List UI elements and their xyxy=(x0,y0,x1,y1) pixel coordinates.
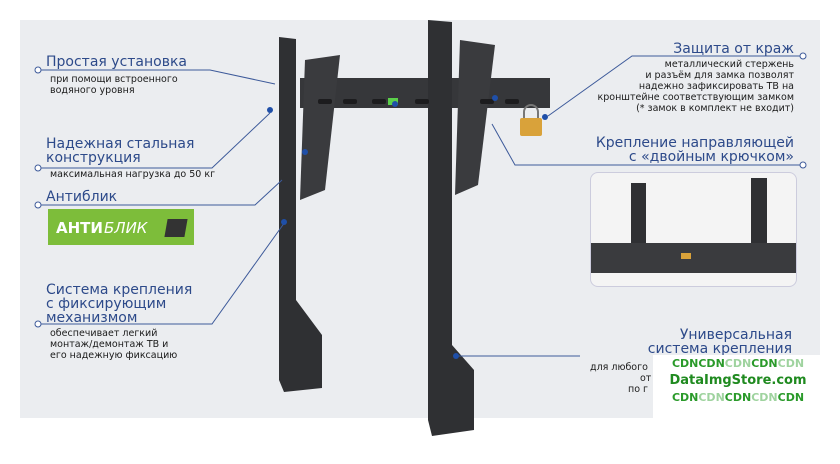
watermark: CDNCDNCDNCDNCDN DataImgStore.com CDNCDNC… xyxy=(653,355,823,421)
right-rail xyxy=(428,20,474,436)
double-hook-photo xyxy=(590,172,797,287)
feature-desc: максимальная нагрузка до 50 кг xyxy=(50,169,216,180)
antiglare-logo: АНТИ БЛИК xyxy=(48,209,194,245)
screen-icon xyxy=(164,219,188,237)
right-arm xyxy=(455,40,495,195)
left-arm xyxy=(300,55,340,200)
feature-title-antiglare: Антиблик xyxy=(46,189,118,205)
feature-title-theft: Защита от краж xyxy=(673,41,794,57)
feature-title-easy-install: Простая установка xyxy=(46,54,188,70)
padlock-icon xyxy=(520,104,542,136)
level-bubble xyxy=(388,98,398,105)
left-rail xyxy=(279,37,322,392)
